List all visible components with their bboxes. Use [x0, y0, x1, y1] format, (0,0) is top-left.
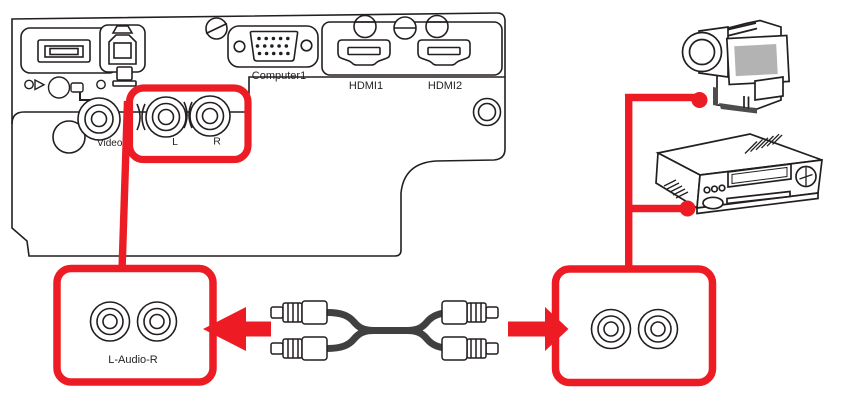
- arrow-right-icon: [508, 307, 569, 351]
- vcr-top-vents: [744, 133, 783, 154]
- audio-r-label: R: [213, 136, 221, 148]
- screw-icon: [205, 17, 228, 40]
- camcorder-battery: [754, 76, 784, 101]
- screw-boss: [425, 14, 449, 39]
- usb-a-port: [37, 39, 91, 63]
- computer1-label: Computer1: [252, 70, 306, 82]
- vcr-side-vents: [663, 179, 689, 199]
- source-audio-callout: [551, 265, 717, 387]
- screw-hole: [472, 97, 502, 127]
- play-triangle-icon: [34, 78, 46, 91]
- large-circle-icon: [47, 76, 71, 99]
- vcr-buttons: [703, 184, 726, 194]
- video-label: Video: [97, 138, 123, 149]
- circle-icon: [24, 79, 34, 90]
- rca-plug: [441, 300, 499, 325]
- camcorder-illustration: [681, 19, 791, 114]
- hdmi2-label: HDMI2: [428, 80, 462, 92]
- hdmi1-port: [337, 39, 391, 66]
- camcorder-lcd-screen: [725, 34, 791, 86]
- panel-outline: [11, 12, 506, 257]
- hdmi-port-group: [321, 14, 503, 76]
- camcorder-grip-strip: [713, 87, 718, 106]
- l-audio-r-label: L-Audio-R: [108, 354, 158, 366]
- recess-scallops: [136, 101, 193, 131]
- rca-audio-cable: [270, 300, 499, 361]
- rca-plug: [270, 336, 328, 361]
- hdmi1-label: HDMI1: [349, 80, 383, 92]
- vcr-tape-slot: [726, 190, 791, 205]
- audio-r-port: [189, 95, 231, 137]
- usb-b-port: [99, 24, 146, 73]
- callout-r-jack: [637, 308, 679, 350]
- vcr-display-window: [727, 163, 792, 188]
- vcr-knob: [795, 165, 817, 188]
- screw-icon: [393, 16, 417, 40]
- rca-plug: [441, 336, 499, 361]
- callout-l-jack: [89, 301, 131, 342]
- source-audio-line: [625, 93, 699, 272]
- cable-wires: [326, 309, 454, 352]
- vga-pins: [255, 36, 290, 56]
- vcr-illustration: [655, 133, 823, 215]
- audio-l-port: [145, 96, 187, 138]
- camcorder-base: [719, 103, 757, 114]
- projector-audio-callout: L-Audio-R: [53, 264, 217, 386]
- audio-port-highlight-box: [125, 84, 252, 164]
- circle-icon: [96, 79, 106, 90]
- vcr-connection-dot: [679, 200, 696, 217]
- hdmi2-port: [417, 39, 471, 66]
- callout-r-jack: [136, 301, 178, 342]
- camcorder-connection-dot: [691, 92, 708, 108]
- video-port: [77, 97, 121, 141]
- projector-rear-panel: Computer1 HDMI1 HDMI2: [11, 12, 506, 257]
- camcorder-slot-lines: [743, 96, 750, 109]
- rca-plug: [270, 300, 328, 325]
- direction-arrows: [203, 307, 569, 351]
- screw-boss: [353, 14, 377, 39]
- callout-l-jack: [590, 308, 632, 350]
- computer-icon: [112, 66, 137, 87]
- arrow-left-icon: [203, 307, 271, 351]
- audio-l-label: L: [172, 136, 178, 148]
- vcr-eject-button: [702, 196, 724, 210]
- usb-port-group: [20, 24, 146, 87]
- computer1-port: [227, 25, 319, 68]
- audio-out-port: [52, 120, 86, 154]
- connection-dots: [679, 92, 708, 217]
